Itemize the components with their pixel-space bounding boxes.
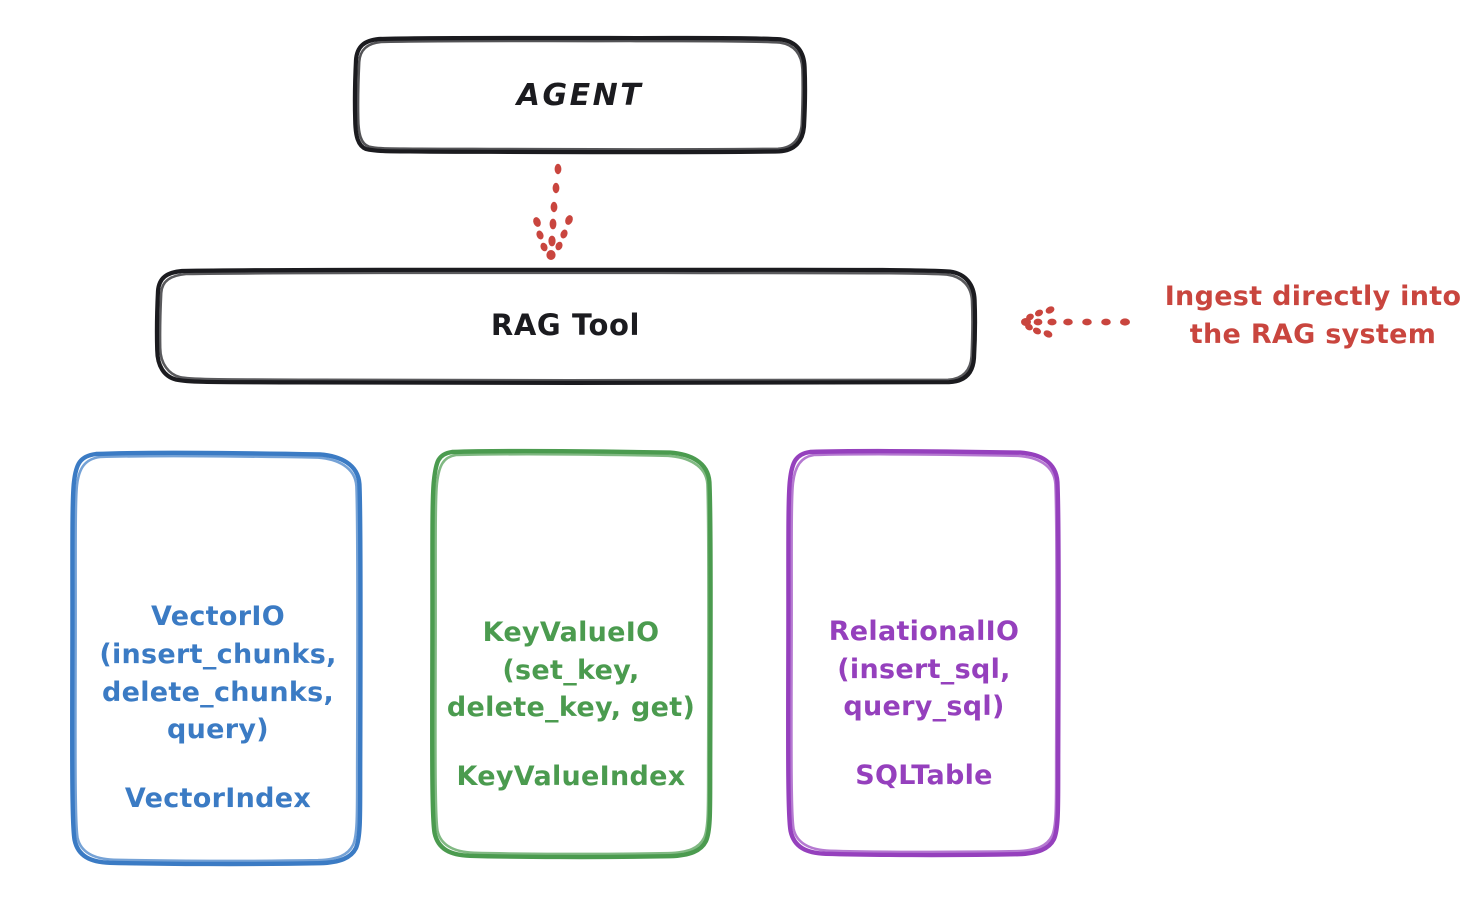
ingest-arrow (1021, 306, 1130, 338)
key-value-io-node[interactable] (430, 448, 713, 860)
vector-io-box-outline (70, 450, 363, 867)
key-value-io-box-outline (430, 448, 713, 860)
agent-box-outline-second-pass (356, 39, 804, 151)
rag-tool-box-outline-second-pass (158, 271, 974, 382)
relational-io-box-outline-second-pass (790, 453, 1058, 854)
vector-io-box-outline-second-pass (74, 454, 359, 863)
key-value-io-box-outline-second-pass (434, 453, 710, 856)
agent-node[interactable] (352, 35, 808, 155)
relational-io-node[interactable] (786, 448, 1061, 858)
rag-tool-node[interactable] (154, 267, 978, 386)
agent-to-rag-arrow (533, 163, 573, 260)
agent-box-outline (352, 35, 808, 155)
rag-tool-box-outline (154, 267, 978, 386)
vector-io-node[interactable] (70, 450, 363, 867)
relational-io-box-outline (786, 448, 1061, 858)
